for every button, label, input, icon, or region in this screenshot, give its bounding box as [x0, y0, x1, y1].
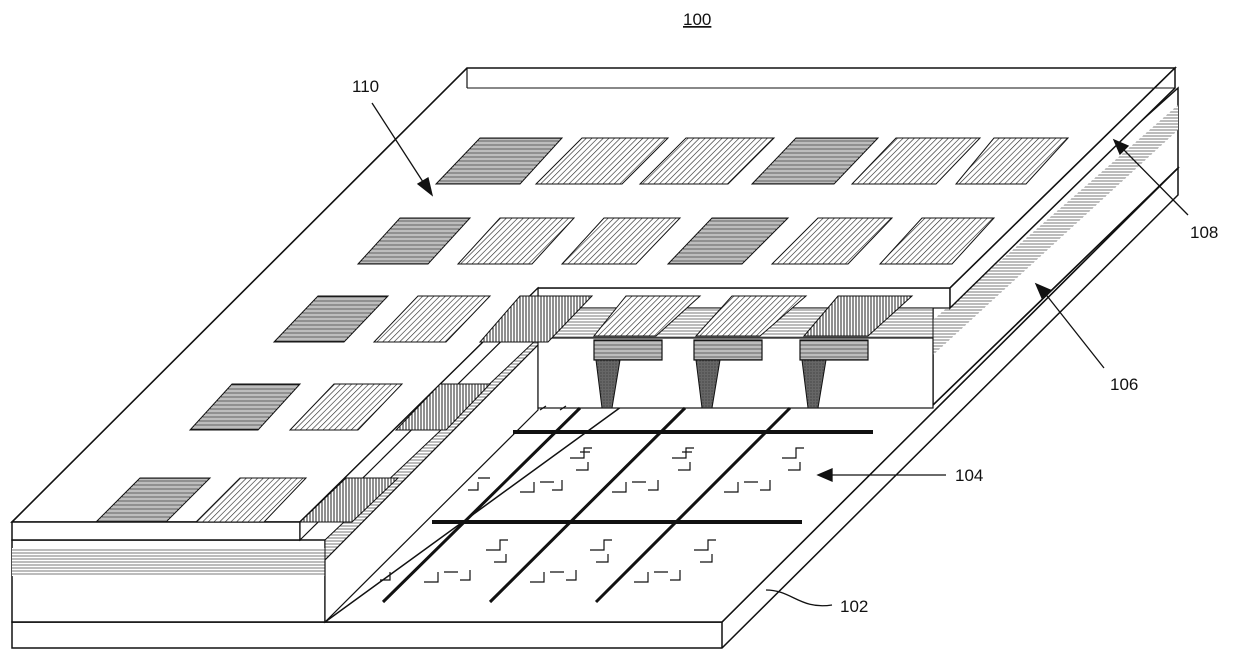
label-104: 104 — [955, 466, 983, 485]
label-110: 110 — [352, 77, 379, 96]
label-106: 106 — [1110, 375, 1138, 394]
label-102: 102 — [840, 597, 868, 616]
label-108: 108 — [1190, 223, 1218, 242]
figure-number-label: 100 — [683, 10, 711, 29]
